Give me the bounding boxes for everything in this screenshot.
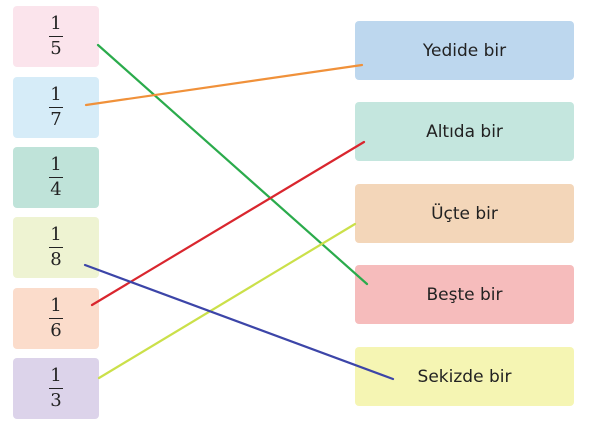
connection-line-1-3-to-ucte-bir	[97, 222, 357, 380]
fraction-denominator: 8	[50, 249, 62, 271]
word-box-beste-bir[interactable]: Beşte bir	[355, 265, 574, 324]
fraction-numerator: 1	[50, 83, 62, 105]
fraction-bar	[49, 35, 63, 38]
fraction-box-1-6[interactable]: 1 6	[13, 288, 99, 349]
fraction-numerator: 1	[50, 153, 62, 175]
fraction-numerator: 1	[50, 294, 62, 316]
word-box-sekizde-bir[interactable]: Sekizde bir	[355, 347, 574, 406]
connection-line-1-8-to-sekizde-bir	[83, 263, 395, 381]
fraction-numerator: 1	[50, 364, 62, 386]
fraction-bar	[49, 246, 63, 249]
fraction-denominator: 6	[50, 320, 62, 342]
connection-line-1-6-to-altida-bir	[90, 140, 366, 307]
fraction-bar	[49, 387, 63, 390]
word-box-yedide-bir[interactable]: Yedide bir	[355, 21, 574, 80]
fraction-box-1-8[interactable]: 1 8	[13, 217, 99, 278]
fraction-denominator: 4	[50, 179, 62, 201]
fraction-box-1-3[interactable]: 1 3	[13, 358, 99, 419]
fraction-bar	[49, 176, 63, 179]
fraction-box-1-4[interactable]: 1 4	[13, 147, 99, 208]
fraction-denominator: 5	[50, 38, 62, 60]
fraction-box-1-5[interactable]: 1 5	[13, 6, 99, 67]
fraction-box-1-7[interactable]: 1 7	[13, 77, 99, 138]
word-box-ucte-bir[interactable]: Üçte bir	[355, 184, 574, 243]
fraction-denominator: 7	[50, 109, 62, 131]
word-box-altida-bir[interactable]: Altıda bir	[355, 102, 574, 161]
fraction-numerator: 1	[50, 223, 62, 245]
fraction-bar	[49, 106, 63, 109]
connection-line-1-5-to-beste-bir	[96, 43, 369, 286]
connection-line-1-7-to-yedide-bir	[84, 63, 364, 107]
fraction-bar	[49, 317, 63, 320]
fraction-denominator: 3	[50, 390, 62, 412]
fraction-numerator: 1	[50, 12, 62, 34]
